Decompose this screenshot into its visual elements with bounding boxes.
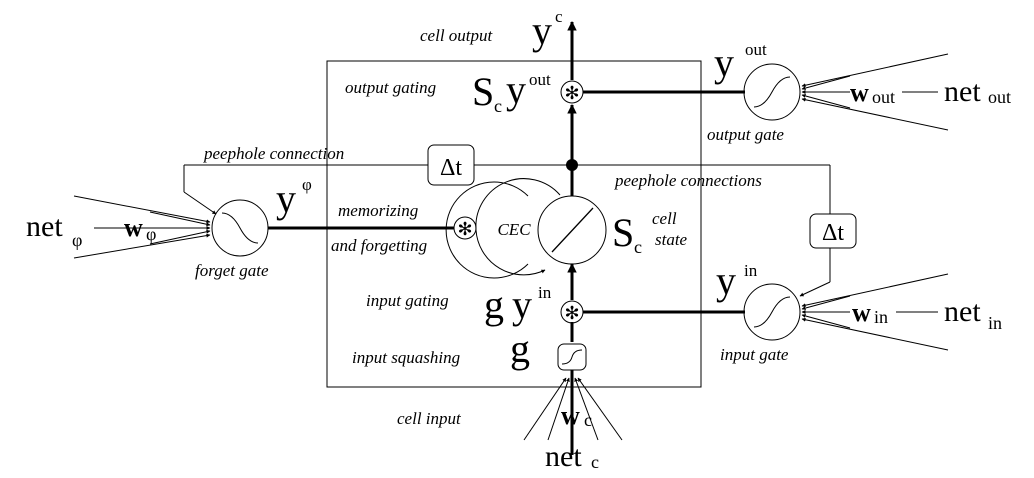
svg-text:out: out [745,40,767,59]
g-symbol: g [510,326,530,371]
svg-text:w: w [850,78,869,107]
output-gate-label: output gate [707,125,784,144]
memory-cell-box [326,60,702,388]
cell-state-unit [537,195,607,265]
svg-text:out: out [988,87,1011,107]
svg-text:in: in [538,283,552,302]
forget-gate-label: forget gate [195,261,269,280]
delta-t-box-right: Δt [809,213,857,249]
cell-input-fan [523,377,623,442]
svg-text:in: in [874,307,888,327]
svg-text:y: y [716,258,736,303]
cec-loop: CEC [445,178,561,279]
svg-text:Δt: Δt [440,155,462,181]
forget-multiply-icon: ✻ [453,216,477,240]
yout-symbol: y out [714,40,767,85]
svg-text:out: out [529,70,551,89]
svg-text:in: in [988,313,1002,333]
svg-text:c: c [591,452,599,472]
input-gating-label: input gating [366,291,449,310]
svg-text:w: w [124,213,143,242]
svg-text:y: y [532,8,552,53]
sc-symbol: S c [612,210,642,257]
svg-text:✻: ✻ [564,303,579,323]
forget-gate-inputs [73,195,211,259]
cell-input-label: cell input [397,409,462,428]
svg-text:y: y [512,282,532,327]
input-squashing-label: input squashing [352,348,460,367]
svg-text:✻: ✻ [564,83,579,103]
svg-text:net: net [944,75,981,108]
output-gate-unit [743,63,801,121]
input-gate-unit [743,283,801,341]
g-yin-symbol: g y in [484,282,552,327]
input-gate-inputs [801,273,949,351]
svg-text:y: y [714,40,734,85]
net-out-symbol: net out [944,75,1011,108]
svg-text:Δt: Δt [822,220,844,246]
state-label: state [655,230,688,249]
svg-text:φ: φ [72,230,82,250]
svg-text:c: c [634,237,642,257]
net-in-symbol: net in [944,295,1002,333]
net-phi-symbol: net φ [26,210,82,250]
svg-text:w: w [852,298,871,327]
yphi-symbol: y φ [276,175,312,221]
cell-label: cell [652,209,677,228]
svg-text:y: y [276,176,296,221]
peephole-connections-label: peephole connections [614,171,762,190]
svg-text:c: c [555,7,563,26]
delta-t-box-top: Δt [427,144,475,186]
input-squashing-icon [557,343,587,371]
sc-yout-symbol: S c y out [472,67,551,116]
output-gating-multiply-icon: ✻ [560,80,584,104]
svg-text:net: net [26,210,63,243]
svg-text:✻: ✻ [457,219,472,239]
svg-text:φ: φ [302,175,312,194]
svg-text:y: y [506,67,526,112]
input-gating-multiply-icon: ✻ [560,300,584,324]
svg-text:S: S [472,69,494,114]
cell-output-label: cell output [420,26,494,45]
svg-text:out: out [872,87,895,107]
svg-text:φ: φ [146,224,156,244]
svg-text:S: S [612,210,634,255]
gate-signal-lines [268,90,745,314]
output-gate-inputs [801,53,949,131]
net-c-symbol: net c [545,440,599,473]
svg-text:g: g [484,282,504,327]
forget-gate-unit [211,199,269,257]
svg-text:net: net [545,440,582,473]
yin-symbol: y in [716,258,758,303]
and-forgetting-label: and forgetting [331,236,427,255]
input-gate-label: input gate [720,345,789,364]
svg-text:w: w [561,401,580,430]
svg-text:net: net [944,295,981,328]
w-in-symbol: w in [852,298,888,327]
y-c-symbol: y c [532,7,563,53]
peephole-connection-label: peephole connection [203,144,344,163]
svg-text:c: c [494,96,502,116]
w-c-symbol: w c [561,401,592,430]
w-out-symbol: w out [850,78,895,107]
svg-text:CEC: CEC [497,220,531,239]
memorizing-label: memorizing [338,201,418,220]
svg-text:in: in [744,261,758,280]
peephole-lines [183,164,831,297]
output-gating-label: output gating [345,78,436,97]
svg-text:c: c [584,410,592,430]
w-phi-symbol: w φ [124,213,156,244]
